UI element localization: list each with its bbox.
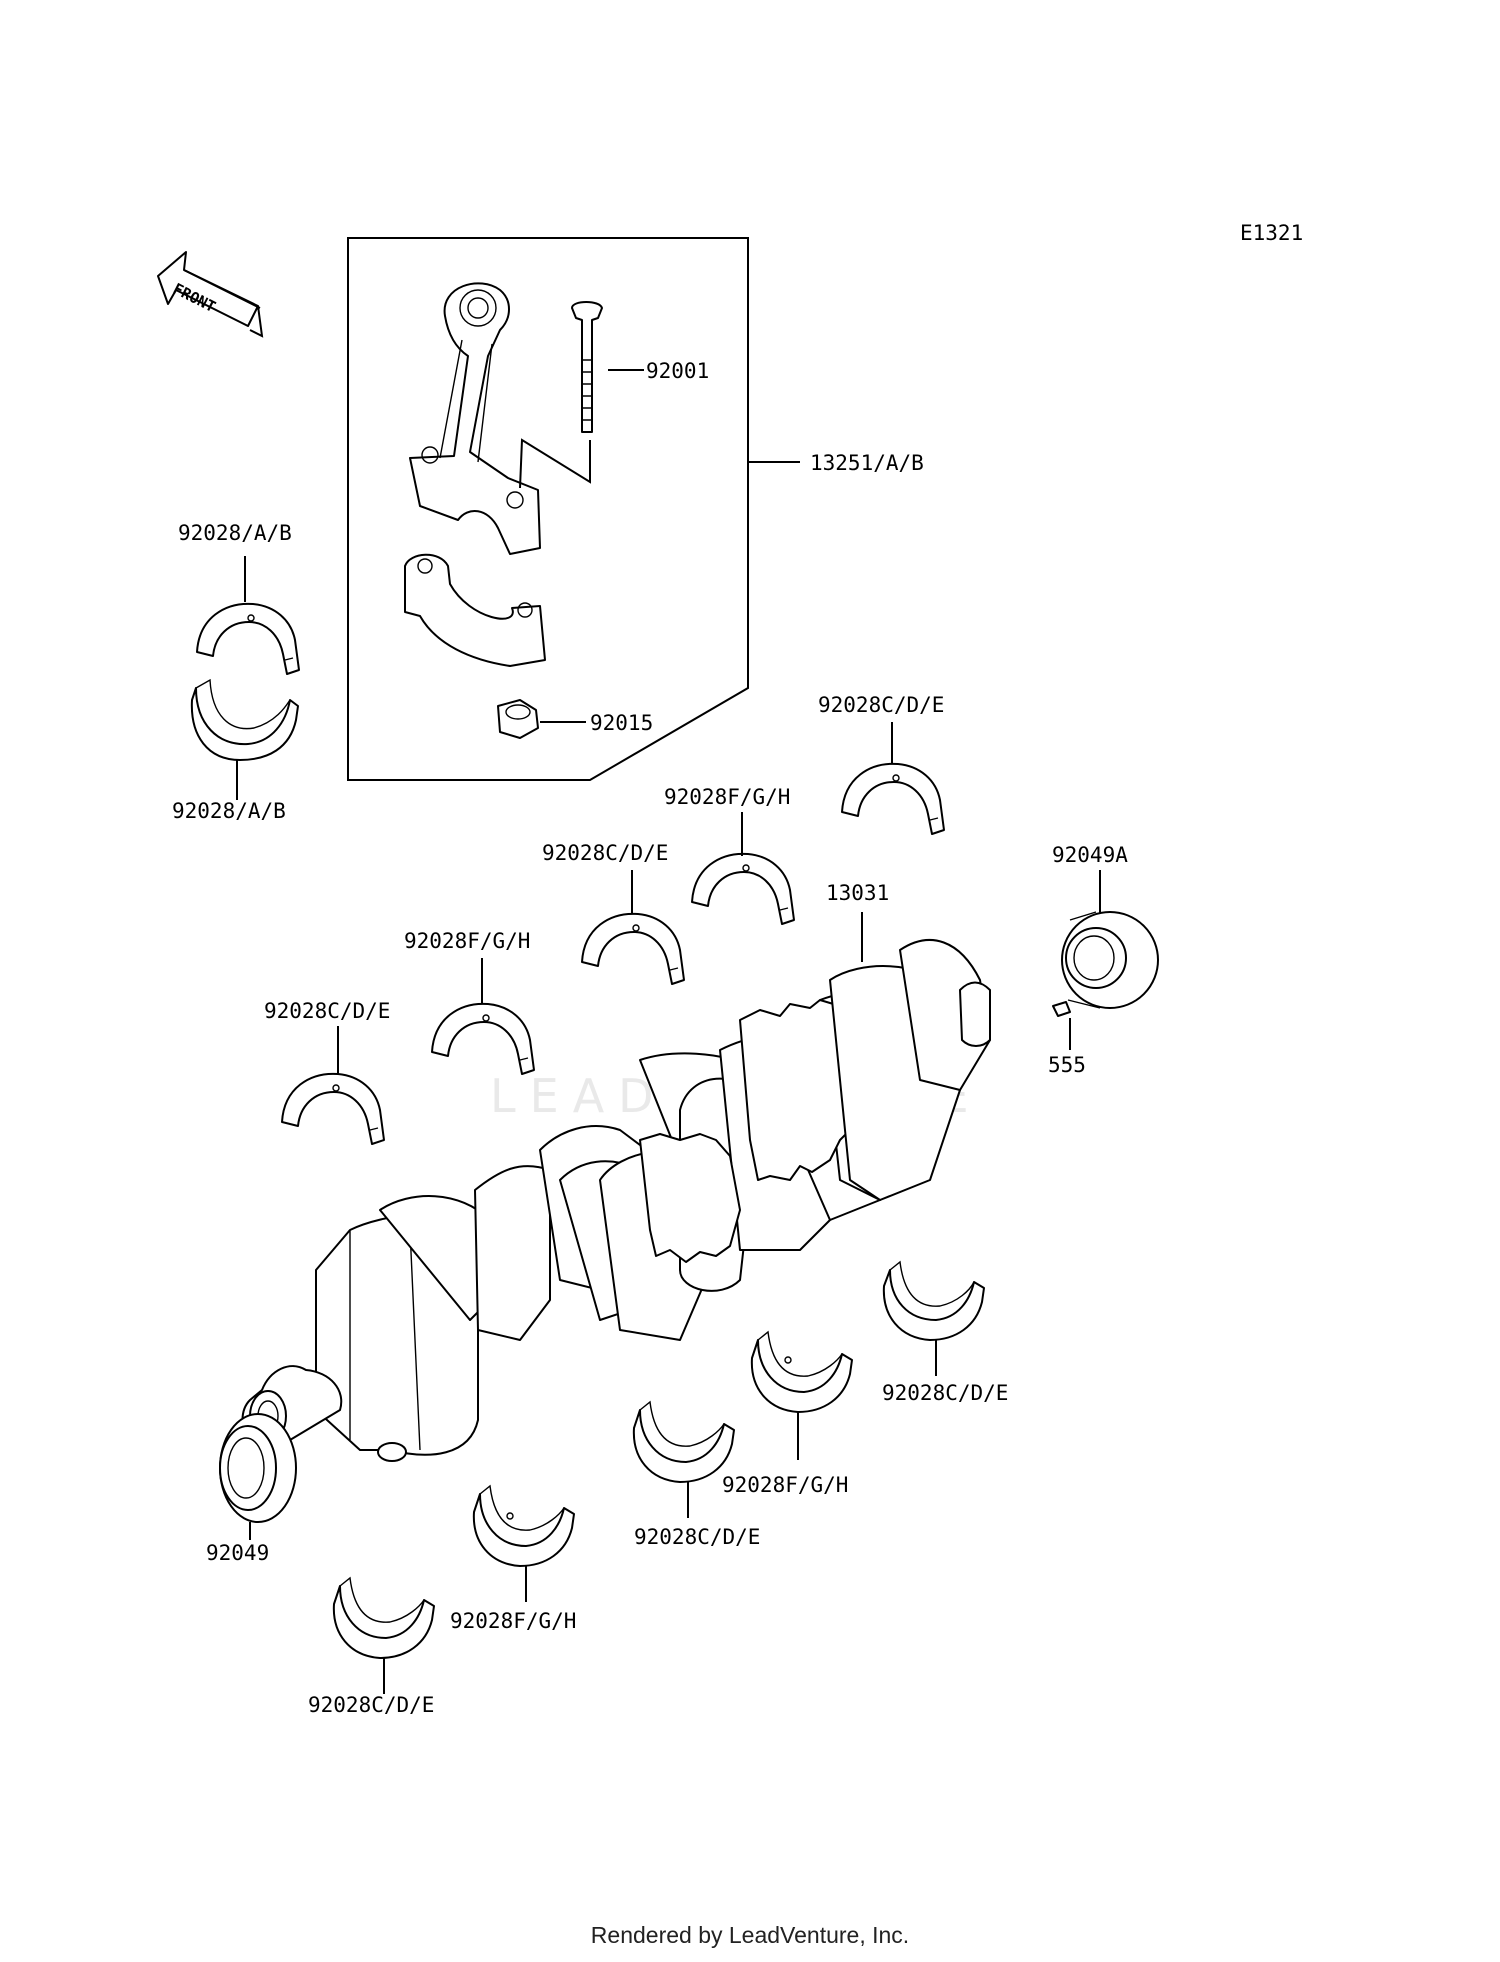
label-main-bearing-top-4: 92028F/G/H	[404, 929, 530, 953]
label-main-bearing-top-3: 92028C/D/E	[542, 841, 668, 865]
conrod-bolt	[571, 301, 603, 433]
label-rod-bearing-upper: 92028/A/B	[178, 521, 292, 545]
crankshaft	[241, 939, 991, 1462]
label-oil-seal-left: 92049	[206, 1541, 269, 1565]
label-main-bearing-top-2: 92028F/G/H	[664, 785, 790, 809]
label-main-bearing-bot-1: 92028C/D/E	[882, 1381, 1008, 1405]
rod-bearing-lower	[190, 678, 299, 761]
label-main-bearing-top-5: 92028C/D/E	[264, 999, 390, 1023]
main-bearing-bot-2	[750, 1330, 853, 1413]
label-nut: 92015	[590, 711, 653, 735]
rod-bearing-upper	[196, 602, 300, 675]
main-bearing-top-2	[691, 852, 795, 925]
label-main-bearing-bot-5: 92028C/D/E	[308, 1693, 434, 1717]
label-main-bearing-top-1: 92028C/D/E	[818, 693, 944, 717]
label-main-bearing-bot-2: 92028F/G/H	[722, 1473, 848, 1497]
connecting-rod-cap	[404, 553, 546, 667]
bolt-to-rod-leader	[519, 438, 591, 489]
main-bearing-top-1	[841, 762, 945, 835]
conrod-assembly-frame	[347, 237, 749, 781]
label-main-bearing-bot-3: 92028C/D/E	[634, 1525, 760, 1549]
main-bearing-bot-4	[472, 1484, 575, 1567]
label-conrod-assy: 13251/A/B	[810, 451, 924, 475]
main-bearing-bot-1	[882, 1260, 985, 1341]
label-bolt: 92001	[646, 359, 709, 383]
label-crankshaft: 13031	[826, 881, 889, 905]
oil-seal-left	[219, 1413, 297, 1523]
label-rod-bearing-lower: 92028/A/B	[172, 799, 286, 823]
main-bearing-bot-5	[332, 1576, 435, 1659]
connecting-rod	[409, 282, 541, 555]
oil-seal-right	[1061, 911, 1159, 1009]
label-main-bearing-bot-4: 92028F/G/H	[450, 1609, 576, 1633]
label-oil-seal-right: 92049A	[1052, 843, 1128, 867]
conrod-nut	[497, 699, 539, 739]
front-arrow: FRONT	[157, 251, 264, 338]
label-pin: 555	[1048, 1053, 1086, 1077]
main-bearing-top-3	[581, 912, 685, 985]
pin	[1052, 1001, 1071, 1017]
diagram-code: E1321	[1240, 221, 1303, 245]
main-bearing-top-5	[281, 1072, 385, 1145]
main-bearing-bot-3	[632, 1400, 735, 1483]
main-bearing-top-4	[431, 1002, 535, 1075]
footer-credit: Rendered by LeadVenture, Inc.	[590, 1922, 910, 1948]
